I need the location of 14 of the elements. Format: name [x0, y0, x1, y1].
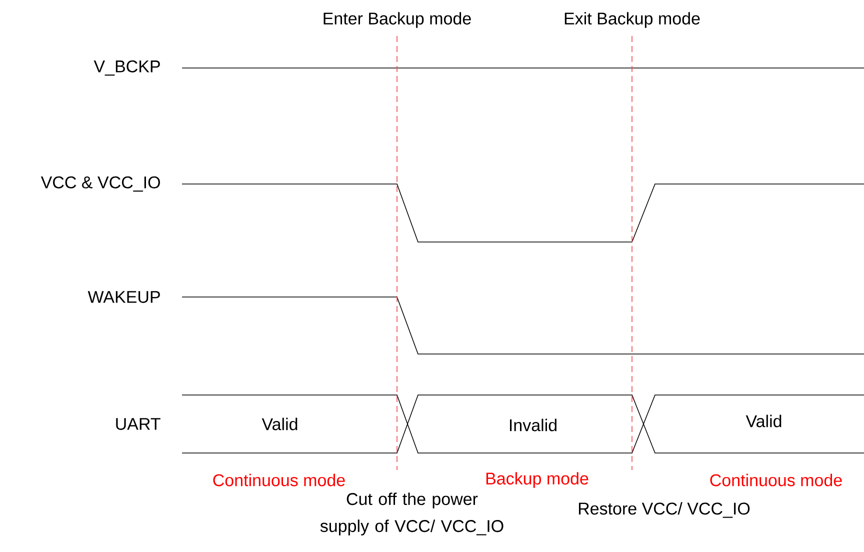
signal-name: VCC & VCC_IO: [40, 176, 160, 192]
mode-label: Continuous mode: [710, 474, 842, 486]
state-label: Invalid: [510, 418, 556, 432]
signal-name: V_BCKP: [94, 60, 160, 76]
mode-label: Backup mode: [486, 472, 588, 488]
signal-name: WAKEUP: [88, 291, 160, 303]
state-label: Valid: [746, 414, 782, 428]
event-label: Exit Backup mode: [564, 12, 700, 28]
mode-label: Continuous mode: [213, 474, 345, 486]
note-text: Restore VCC/ VCC_IO: [578, 502, 750, 518]
signal-name: UART: [116, 418, 160, 430]
event-label: Enter Backup mode: [324, 12, 471, 28]
state-label: Valid: [262, 418, 298, 430]
note-text: Cut off the power supply of VCC/ VCC_IO: [320, 492, 504, 536]
